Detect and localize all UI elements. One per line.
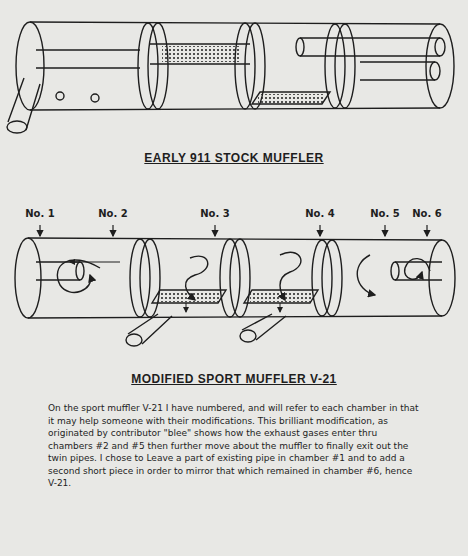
figure-title: MODIFIED SPORT MUFFLER V-21 xyxy=(131,372,337,386)
callout-arrows xyxy=(40,225,427,236)
callout-number: No. 4 xyxy=(305,208,334,219)
caption-note: On the sport muffler V-21 I have numbere… xyxy=(48,402,422,490)
callout-number: No. 5 xyxy=(370,208,399,219)
callout-number: No. 6 xyxy=(412,208,441,219)
sport-muffler xyxy=(15,238,455,346)
figure-title: EARLY 911 STOCK MUFFLER xyxy=(144,151,323,165)
stock-muffler xyxy=(7,22,454,133)
callout-number: No. 3 xyxy=(200,208,229,219)
callout-number: No. 2 xyxy=(98,208,127,219)
callout-number: No. 1 xyxy=(25,208,54,219)
